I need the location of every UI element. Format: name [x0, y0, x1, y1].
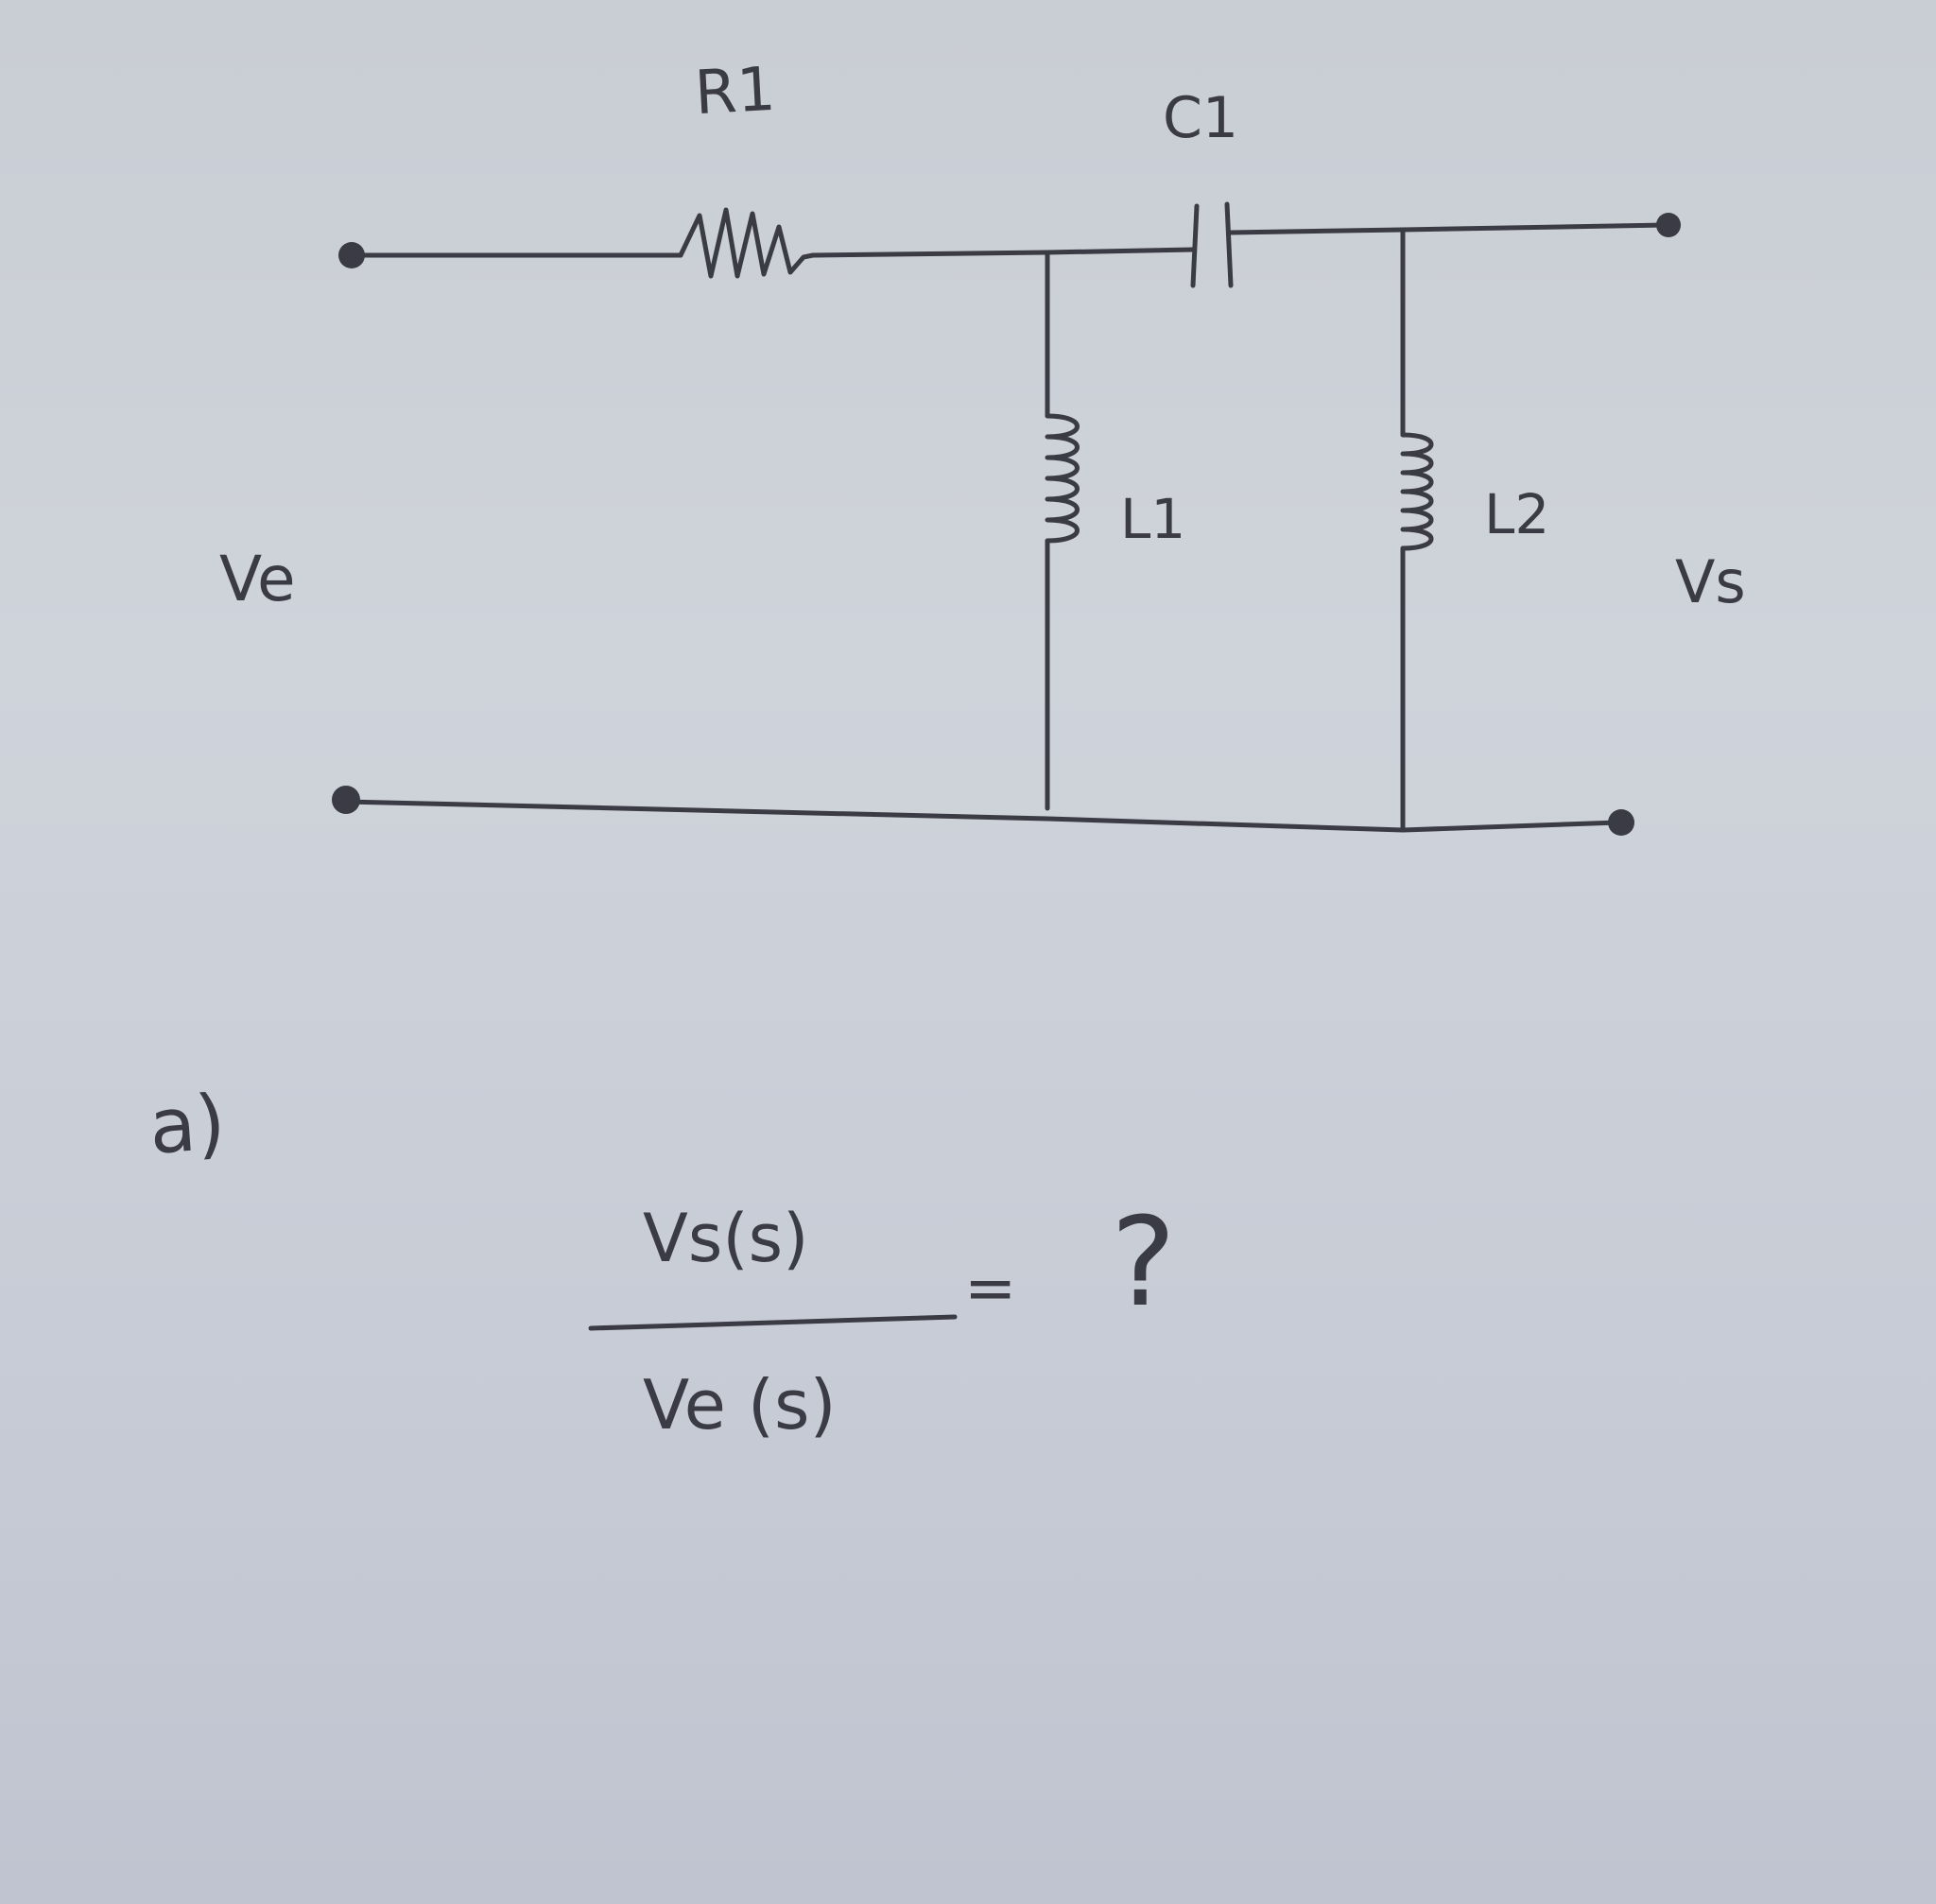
equals-sign: = — [964, 1252, 1017, 1324]
input-voltage-label: Ve — [219, 543, 296, 615]
inductor-l1-symbol — [1045, 413, 1080, 544]
output-terminal-bottom — [1608, 809, 1634, 836]
wire-top-output — [1400, 222, 1668, 233]
transfer-function-numerator: Vs(s) — [643, 1200, 809, 1277]
capacitor-c1-label: C1 — [1163, 85, 1239, 151]
output-voltage-label: Vs — [1675, 547, 1746, 616]
output-terminal-top — [1656, 213, 1681, 237]
fraction-bar — [588, 1314, 958, 1331]
input-terminal-bottom — [332, 786, 360, 814]
transfer-function-denominator: Ve (s) — [643, 1365, 837, 1445]
capacitor-c1-plate-right — [1224, 201, 1234, 288]
resistor-r1-symbol — [678, 207, 816, 279]
question-mark: ? — [1111, 1190, 1176, 1334]
capacitor-c1-plate-left — [1190, 203, 1200, 288]
wire-top-middle — [810, 250, 1050, 258]
inductor-l2-label: L2 — [1484, 482, 1550, 546]
wire-from-capacitor — [1228, 227, 1406, 235]
resistor-r1-label: R1 — [693, 54, 778, 130]
question-part-label: a) — [146, 1078, 229, 1171]
inductor-l2-symbol — [1400, 432, 1434, 551]
input-terminal-top — [338, 242, 365, 268]
wire-to-capacitor — [1045, 247, 1196, 255]
inductor-l1-label: L1 — [1120, 487, 1186, 551]
wire-bottom — [345, 799, 1621, 833]
